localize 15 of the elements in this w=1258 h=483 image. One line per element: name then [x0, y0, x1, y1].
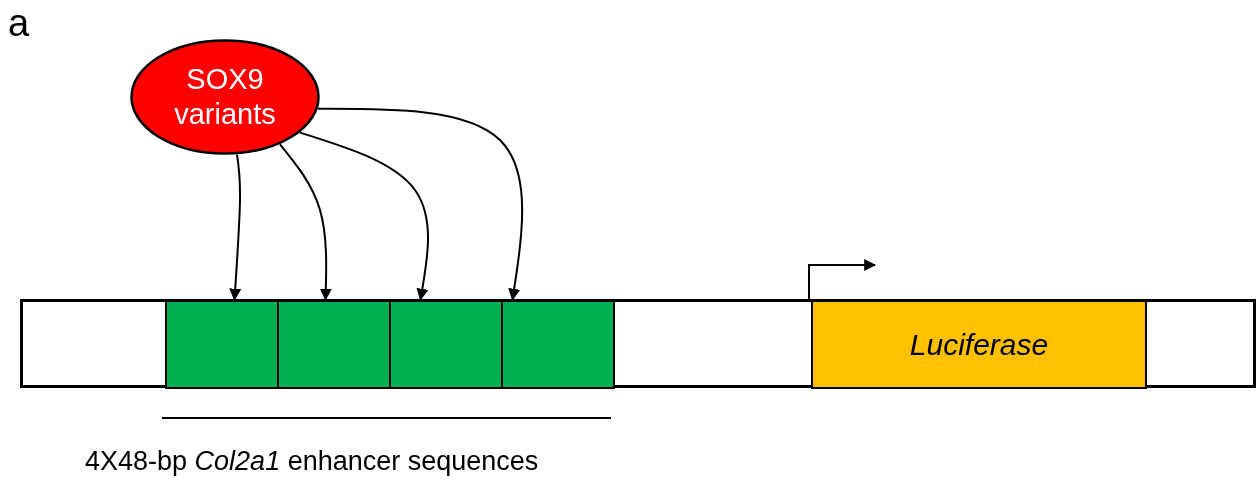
node-text: Luciferase	[909, 327, 1049, 362]
enhancer-box	[277, 300, 391, 389]
panel-letter: a	[8, 2, 30, 45]
arrow	[317, 107, 524, 301]
arrow	[279, 143, 332, 301]
enhancer-box	[165, 300, 279, 389]
gene-box	[811, 300, 1147, 389]
ellipse-node	[130, 39, 320, 155]
caption-text: 4X48-bp Col2a1 enhancer sequences	[85, 446, 539, 477]
arrow	[299, 131, 429, 301]
enhancer-box	[501, 300, 615, 389]
node-text: SOX9 variants	[173, 62, 277, 132]
construct-bar	[20, 299, 1256, 388]
arrow	[229, 153, 242, 301]
enhancer-box	[389, 300, 503, 389]
